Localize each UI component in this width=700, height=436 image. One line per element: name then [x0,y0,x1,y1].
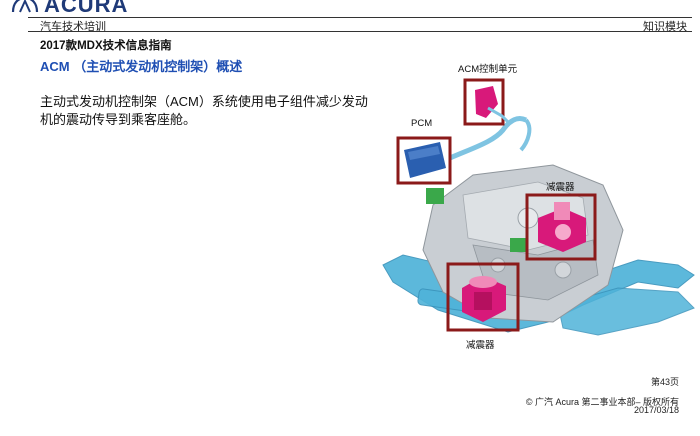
bottom-damper-label: 减震器 [466,340,495,351]
page-number: 第43页 [650,377,679,387]
document-title: 2017款MDX技术信息指南 [40,40,172,52]
right-damper [525,193,597,261]
left-mount-bracket [426,188,444,204]
acm-system-illustration: ACM控制单元 PCM 减震器 减震器 [378,60,700,360]
publish-date: 2017/03/18 [633,405,679,415]
header-divider [28,17,692,18]
pcm-label: PCM [411,118,433,129]
wiring-harness [449,115,528,161]
brand-name: ACURA [44,0,129,17]
subheader-divider [28,31,692,32]
copyright-notice: © 广汽 Acura 第二事业本部– 版权所有 [525,397,679,407]
engine-subframe-diagram [382,78,695,336]
acm-control-unit [463,78,510,126]
course-label: 汽车技术培训 [40,21,106,33]
bottom-damper [446,262,520,332]
wiring-harness-branch [519,118,532,152]
acm-unit-label: ACM控制单元 [458,64,518,75]
center-mount-bracket [510,238,526,252]
pcm-unit [396,136,452,185]
acura-caliper-icon [11,0,39,13]
bottom-damper-highlight-box [446,262,520,332]
module-label: 知识模块 [643,21,687,33]
body-paragraph: 主动式发动机控制架（ACM）系统使用电子组件减少发动机的震动传导到乘客座舱。 [40,94,368,127]
section-title: ACM （主动式发动机控制架）概述 [40,59,243,74]
pcm-highlight-box [396,136,452,185]
right-damper-label: 减震器 [546,182,575,193]
right-damper-highlight-box [525,193,597,261]
brand-logo: ACURA [10,0,129,17]
acm-unit-highlight-box [463,78,505,126]
